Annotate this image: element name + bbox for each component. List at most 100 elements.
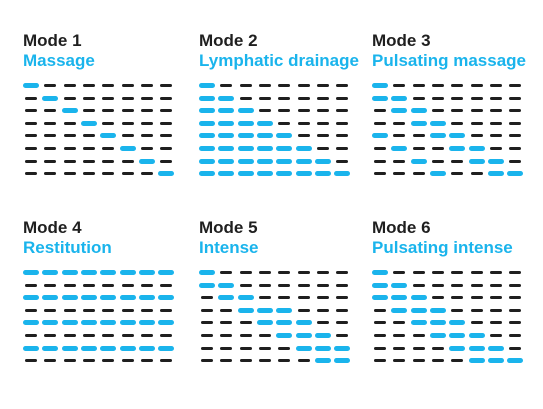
- inactive-dash: [63, 308, 76, 312]
- active-dash: [218, 108, 235, 114]
- inactive-dash: [336, 296, 349, 300]
- inactive-dash: [393, 134, 406, 138]
- inactive-dash: [102, 147, 115, 150]
- inactive-dash: [25, 121, 37, 125]
- mode-3-subtitle: Pulsating massage: [372, 51, 527, 70]
- inactive-dash: [489, 109, 502, 113]
- inactive-dash: [102, 96, 115, 100]
- inactive-dash: [316, 109, 329, 113]
- inactive-dash: [102, 334, 115, 337]
- inactive-dash: [44, 147, 57, 150]
- inactive-dash: [220, 84, 233, 87]
- inactive-dash: [336, 96, 349, 100]
- inactive-dash: [336, 147, 349, 150]
- active-dash: [218, 133, 235, 139]
- active-dash: [487, 171, 504, 177]
- inactive-dash: [220, 359, 233, 363]
- inactive-dash: [393, 359, 406, 363]
- active-dash: [487, 158, 504, 164]
- active-dash: [218, 95, 235, 101]
- active-dash: [410, 108, 427, 114]
- inactive-dash: [258, 346, 271, 350]
- active-dash: [61, 345, 78, 351]
- inactive-dash: [44, 134, 57, 138]
- inactive-dash: [489, 321, 502, 325]
- inactive-dash: [278, 96, 291, 100]
- active-dash: [449, 146, 466, 151]
- mode-6-subtitle: Pulsating intense: [372, 238, 513, 257]
- inactive-dash: [393, 159, 406, 163]
- inactive-dash: [278, 121, 291, 125]
- inactive-dash: [489, 96, 502, 100]
- inactive-dash: [374, 172, 386, 176]
- active-dash: [100, 133, 117, 139]
- inactive-dash: [239, 96, 252, 100]
- inactive-dash: [431, 109, 444, 113]
- active-dash: [391, 295, 408, 301]
- active-dash: [119, 270, 136, 275]
- inactive-dash: [297, 283, 310, 287]
- inactive-dash: [393, 346, 406, 350]
- inactive-dash: [451, 283, 464, 287]
- active-dash: [276, 133, 293, 139]
- inactive-dash: [431, 296, 444, 300]
- inactive-dash: [82, 147, 95, 150]
- inactive-dash: [412, 271, 425, 274]
- active-dash: [295, 333, 312, 338]
- inactive-dash: [374, 346, 386, 350]
- inactive-dash: [140, 172, 153, 176]
- inactive-dash: [121, 159, 134, 163]
- inactive-dash: [393, 121, 406, 125]
- active-dash: [42, 320, 59, 326]
- inactive-dash: [25, 308, 37, 312]
- inactive-dash: [63, 283, 76, 287]
- active-dash: [23, 320, 39, 326]
- active-dash: [23, 83, 39, 88]
- inactive-dash: [412, 334, 425, 337]
- active-dash: [256, 171, 273, 177]
- active-dash: [237, 307, 254, 313]
- inactive-dash: [258, 96, 271, 100]
- active-dash: [276, 146, 293, 151]
- active-dash: [410, 307, 427, 313]
- mode-3-panel: Mode 3 Pulsating massage: [372, 31, 542, 201]
- inactive-dash: [160, 283, 173, 287]
- inactive-dash: [336, 134, 349, 138]
- active-dash: [23, 345, 39, 351]
- active-dash: [468, 345, 485, 351]
- active-dash: [199, 282, 215, 288]
- inactive-dash: [297, 359, 310, 363]
- inactive-dash: [412, 147, 425, 150]
- active-dash: [449, 320, 466, 326]
- inactive-dash: [140, 84, 153, 87]
- inactive-dash: [140, 283, 153, 287]
- inactive-dash: [374, 159, 386, 163]
- inactive-dash: [201, 296, 213, 300]
- inactive-dash: [201, 321, 213, 325]
- active-dash: [487, 345, 504, 351]
- inactive-dash: [160, 334, 173, 337]
- inactive-dash: [44, 283, 57, 287]
- inactive-dash: [316, 121, 329, 125]
- inactive-dash: [374, 147, 386, 150]
- active-dash: [218, 146, 235, 151]
- inactive-dash: [316, 96, 329, 100]
- inactive-dash: [316, 321, 329, 325]
- active-dash: [429, 307, 446, 313]
- inactive-dash: [470, 121, 483, 125]
- inactive-dash: [278, 359, 291, 363]
- active-dash: [256, 120, 273, 126]
- inactive-dash: [220, 271, 233, 274]
- active-dash: [410, 120, 427, 126]
- active-dash: [61, 295, 78, 301]
- active-dash: [119, 295, 136, 301]
- active-dash: [218, 282, 235, 288]
- inactive-dash: [44, 109, 57, 113]
- inactive-dash: [140, 109, 153, 113]
- inactive-dash: [201, 334, 213, 337]
- active-dash: [295, 171, 312, 177]
- active-dash: [61, 320, 78, 326]
- inactive-dash: [82, 283, 95, 287]
- inactive-dash: [239, 271, 252, 274]
